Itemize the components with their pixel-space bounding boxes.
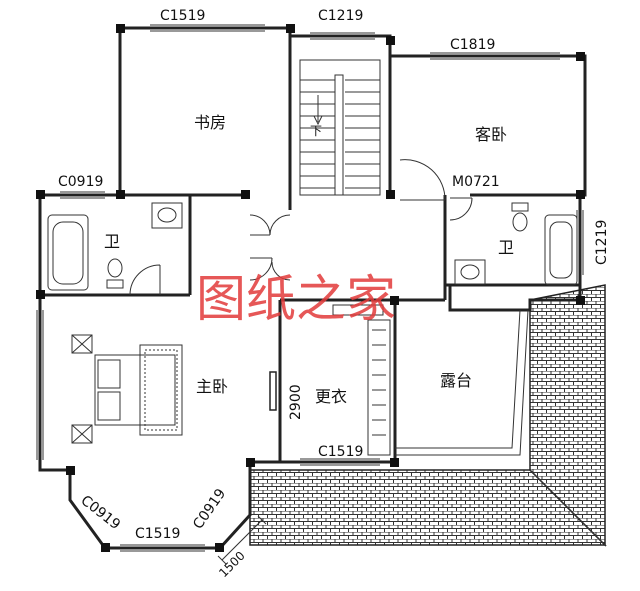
- roof-hip-line: [529, 469, 606, 546]
- sink-bowl-left: [157, 207, 177, 223]
- room-label-dressing: 更衣: [315, 387, 347, 406]
- window-side-left: [36, 310, 44, 460]
- label-dim-2900: 2900: [288, 384, 304, 420]
- label-c1819: C1819: [450, 37, 495, 53]
- column: [576, 296, 585, 305]
- wardrobe: [332, 304, 391, 456]
- room-label-terrace: 露台: [440, 371, 472, 390]
- bathtub-left: [47, 214, 89, 291]
- bathtub-right: [544, 214, 578, 286]
- terrace-railing: [395, 309, 521, 449]
- room-label-guest-bedroom: 客卧: [475, 125, 507, 144]
- label-c1519-mid: C1519: [318, 444, 363, 460]
- column: [116, 24, 125, 33]
- outer-wall-left: [38, 28, 252, 550]
- double-bed: [71, 334, 183, 444]
- terrace-railing-outer: [395, 309, 529, 456]
- room-label-master-bedroom: 主卧: [196, 377, 228, 396]
- staircase: [299, 59, 381, 196]
- label-c1219-top: C1219: [318, 8, 363, 24]
- window-c1519-bottom: [120, 544, 205, 552]
- door-master: [249, 257, 291, 281]
- door-guest: [399, 159, 446, 201]
- column: [246, 458, 255, 467]
- door-guest-bath: [449, 197, 473, 221]
- window-c1219-top: [310, 32, 375, 40]
- toilet-left: [107, 258, 123, 278]
- room-label-study: 书房: [194, 113, 226, 132]
- door-study: [249, 214, 291, 236]
- dimension-line-bottom: [217, 515, 267, 565]
- toilet-tank-right: [511, 202, 529, 212]
- label-c0919-br: C0919: [190, 486, 229, 532]
- label-c1219-right: C1219: [594, 220, 610, 265]
- room-label-bath-right: 卫: [498, 238, 514, 257]
- sink-left: [151, 202, 183, 229]
- label-c1519-bottom: C1519: [135, 526, 180, 542]
- column: [576, 52, 585, 61]
- column: [390, 458, 399, 467]
- bathtub-inner-left: [52, 221, 84, 285]
- door-master-bath: [129, 264, 161, 296]
- toilet-right: [512, 212, 528, 232]
- window-c0919-left: [60, 191, 105, 199]
- window-c1519-top: [150, 24, 265, 32]
- column: [390, 296, 399, 305]
- room-label-bath-left: 卫: [104, 232, 120, 251]
- column: [116, 190, 125, 199]
- window-c1519-mid: [300, 458, 380, 466]
- sliding-door-dressing: [269, 371, 277, 411]
- label-c1519-top: C1519: [160, 8, 205, 24]
- column: [576, 190, 585, 199]
- label-dim-1500: 1500: [216, 549, 247, 580]
- column: [101, 543, 110, 552]
- sink-right: [454, 259, 486, 285]
- bathtub-inner-right: [549, 221, 573, 279]
- column: [36, 290, 45, 299]
- label-c0919-bl: C0919: [78, 493, 124, 534]
- column: [241, 190, 250, 199]
- column: [66, 466, 75, 475]
- label-c0919-left: C0919: [58, 174, 103, 190]
- toilet-tank-left: [106, 279, 124, 289]
- column: [36, 190, 45, 199]
- watermark-text: 图纸之家: [196, 270, 396, 328]
- sink-bowl-right: [460, 264, 480, 280]
- stair-label-down: 下: [310, 124, 322, 138]
- column: [286, 24, 295, 33]
- column: [386, 190, 395, 199]
- window-c1819: [430, 52, 560, 60]
- label-m0721: M0721: [452, 174, 500, 190]
- column: [386, 36, 395, 45]
- column: [215, 543, 224, 552]
